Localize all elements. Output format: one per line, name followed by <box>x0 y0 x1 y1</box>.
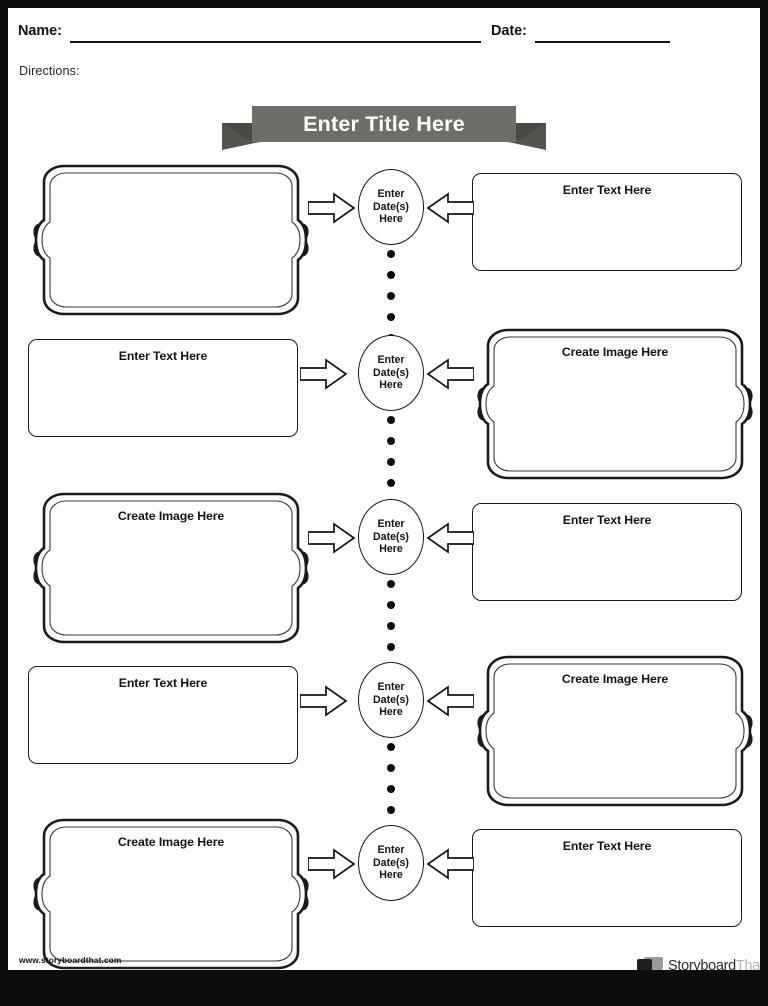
arrow-left-icon <box>426 848 474 880</box>
date-node[interactable]: Enter Date(s) Here <box>358 169 424 245</box>
timeline-row: Enter Date(s) Here Enter Text Here <box>8 160 760 342</box>
name-input-line[interactable] <box>70 41 481 43</box>
arrow-left-icon <box>426 685 474 717</box>
timeline-dot <box>387 292 395 300</box>
date-node-text: Enter Date(s) Here <box>373 844 409 882</box>
image-frame-label: Create Image Here <box>561 345 669 359</box>
date-node-text: Enter Date(s) Here <box>373 188 409 226</box>
logo-text-light: That <box>735 958 760 970</box>
ornate-frame-shape <box>33 492 309 644</box>
footer-url: www.storyboardthat.com <box>19 955 122 965</box>
timeline-row: Enter Text Here Enter Date(s) Here <box>8 651 760 835</box>
arrow-left-icon <box>426 192 474 224</box>
date-node-text: Enter Date(s) Here <box>373 518 409 556</box>
timeline-dots <box>385 743 397 835</box>
date-node[interactable]: Enter Date(s) Here <box>358 825 424 901</box>
arrow-right-icon <box>308 522 356 554</box>
ornate-frame-shape <box>33 818 309 970</box>
timeline-dot <box>387 601 395 609</box>
timeline-dot <box>387 437 395 445</box>
image-frame[interactable] <box>28 160 314 320</box>
arrow-right-icon <box>308 192 356 224</box>
timeline-dot <box>387 250 395 258</box>
worksheet-header: Name: Date: <box>8 22 760 48</box>
logo-text-dark: Storyboard <box>668 958 736 970</box>
arrow-left-icon <box>426 358 474 390</box>
text-box[interactable]: Enter Text Here <box>472 173 742 271</box>
image-frame[interactable]: Create Image Here <box>472 651 758 811</box>
timeline-dot <box>387 785 395 793</box>
timeline-dot <box>387 743 395 751</box>
timeline-dot <box>387 479 395 487</box>
arrow-left-icon <box>426 522 474 554</box>
image-frame[interactable]: Create Image Here <box>472 324 758 484</box>
timeline-dots <box>385 250 397 342</box>
arrow-right-icon <box>300 685 348 717</box>
text-box-label: Enter Text Here <box>118 676 208 690</box>
title-banner[interactable]: Enter Title Here <box>214 106 554 150</box>
date-input-line[interactable] <box>535 41 670 43</box>
text-box-label: Enter Text Here <box>562 839 652 853</box>
image-frame-label: Create Image Here <box>117 835 225 849</box>
timeline-dot <box>387 313 395 321</box>
timeline-dot <box>387 580 395 588</box>
ornate-frame-shape <box>33 164 309 316</box>
date-node[interactable]: Enter Date(s) Here <box>358 499 424 575</box>
date-node[interactable]: Enter Date(s) Here <box>358 662 424 738</box>
timeline-dots <box>385 580 397 672</box>
speech-bubbles-icon <box>637 956 663 970</box>
timeline-dot <box>387 643 395 651</box>
ornate-frame-shape <box>477 328 753 480</box>
banner-ribbon-shape <box>222 106 546 150</box>
text-box[interactable]: Enter Text Here <box>472 503 742 601</box>
timeline-dot <box>387 458 395 466</box>
directions-label: Directions: <box>19 64 80 78</box>
arrow-right-icon <box>308 848 356 880</box>
timeline-dots <box>385 416 397 508</box>
timeline-row: Create Image Here Enter Date(s) Here <box>8 816 760 970</box>
text-box-label: Enter Text Here <box>562 513 652 527</box>
text-box-label: Enter Text Here <box>562 183 652 197</box>
name-label: Name: <box>18 23 62 39</box>
date-node[interactable]: Enter Date(s) Here <box>358 335 424 411</box>
text-box-label: Enter Text Here <box>118 349 208 363</box>
banner-title-text: Enter Title Here <box>303 112 465 136</box>
arrow-right-icon <box>300 358 348 390</box>
worksheet-sheet: Name: Date: Directions: Enter Title Here <box>8 8 760 970</box>
date-node-text: Enter Date(s) Here <box>373 354 409 392</box>
image-frame[interactable]: Create Image Here <box>28 814 314 970</box>
image-frame-label: Create Image Here <box>117 509 225 523</box>
text-box[interactable]: Enter Text Here <box>472 829 742 927</box>
text-box[interactable]: Enter Text Here <box>28 339 298 437</box>
ornate-frame-shape <box>477 655 753 807</box>
logo-wordmark: StoryboardThat <box>668 958 760 970</box>
timeline-dot <box>387 806 395 814</box>
timeline-dot <box>387 416 395 424</box>
image-frame[interactable]: Create Image Here <box>28 488 314 648</box>
timeline-row: Enter Text Here Enter Date(s) Here <box>8 324 760 508</box>
text-box[interactable]: Enter Text Here <box>28 666 298 764</box>
date-label: Date: <box>491 23 527 39</box>
storyboardthat-logo: StoryboardThat <box>637 954 760 970</box>
timeline-dot <box>387 622 395 630</box>
image-frame-label: Create Image Here <box>561 672 669 686</box>
timeline-dot <box>387 271 395 279</box>
timeline-dot <box>387 764 395 772</box>
date-node-text: Enter Date(s) Here <box>373 681 409 719</box>
timeline-row: Create Image Here Enter Date(s) Here <box>8 488 760 672</box>
